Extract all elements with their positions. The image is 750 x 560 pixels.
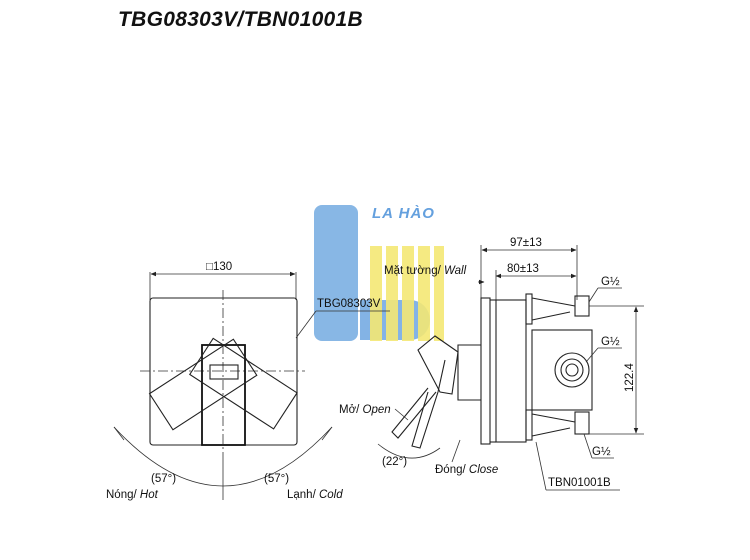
logo-yellow-stripe xyxy=(370,246,382,341)
logo-blue-bar xyxy=(314,205,358,341)
part-label-front: TBG08303V xyxy=(317,298,381,310)
thread-leader-bottom xyxy=(583,433,593,459)
wall-label: Mặt tường/ Wall xyxy=(384,265,467,277)
hot-label: Nóng/ Hot xyxy=(106,489,159,501)
lever-hub-side xyxy=(457,344,481,401)
logo-yellow-stripe xyxy=(418,246,430,341)
angle-hot-label: (57°) xyxy=(151,473,176,485)
logo-yellow-stripe xyxy=(434,246,444,341)
logo-yellow-stripe xyxy=(402,246,414,341)
cold-label: Lạnh/ Cold xyxy=(287,489,343,501)
lever-neutral-side xyxy=(417,335,459,395)
cover-plate-side xyxy=(480,297,491,445)
height-dimension-label: 122.4 xyxy=(624,363,636,392)
open-label: Mở/ Open xyxy=(339,404,391,416)
outlet-port-inner xyxy=(560,358,584,382)
outlet-port-bore xyxy=(565,363,579,377)
logo-yellow-stripe xyxy=(386,246,398,341)
valve-label: TBN01001B xyxy=(548,477,611,489)
valve-body xyxy=(495,299,527,443)
open-leader xyxy=(394,408,409,421)
port-bottom xyxy=(574,411,590,435)
angle-side-label: (22°) xyxy=(382,456,407,468)
thread-label-bottom: G½ xyxy=(592,446,611,458)
lever-neutral xyxy=(201,344,246,446)
valve-label-leader xyxy=(535,441,547,491)
valve-flange-top xyxy=(525,293,533,325)
angle-cold-label: (57°) xyxy=(264,473,289,485)
close-leader xyxy=(451,439,461,463)
logo-text: LA HÀO xyxy=(372,205,435,222)
lever-cold-position xyxy=(148,338,258,431)
width-dimension-label: □130 xyxy=(206,261,232,273)
arc-tick xyxy=(321,426,333,441)
cover-plate xyxy=(149,297,298,446)
thread-leader-top xyxy=(588,287,599,303)
lever-hub xyxy=(209,364,239,380)
valve-flange-bottom xyxy=(525,409,533,441)
arc-tick xyxy=(113,426,125,441)
valve-webs xyxy=(531,297,576,437)
angle-arc xyxy=(377,443,441,459)
lever-open-outline xyxy=(391,387,437,439)
lever-hot-position xyxy=(188,337,298,430)
watermark-logo: LA HÀO xyxy=(314,205,444,341)
lever-open-side xyxy=(411,359,446,449)
side-view: 97±13 80±13 Mặt tường/ Wall Mở/ Open (22… xyxy=(339,237,644,491)
page-title: TBG08303V/TBN01001B xyxy=(118,8,363,31)
thread-label-top: G½ xyxy=(601,276,620,288)
thread-leader-mid xyxy=(585,347,599,363)
total-depth-label: 97±13 xyxy=(510,237,542,249)
part-label-leader xyxy=(295,310,317,339)
valve-chamber xyxy=(531,329,593,411)
close-label: Đóng/ Close xyxy=(435,464,498,476)
front-view: □130 TBG08303V (57°) (57°) Nóng/ Hot Lạn… xyxy=(106,261,390,501)
outlet-port-outer xyxy=(554,352,590,388)
body-depth-label: 80±13 xyxy=(507,263,539,275)
thread-label-mid: G½ xyxy=(601,336,620,348)
